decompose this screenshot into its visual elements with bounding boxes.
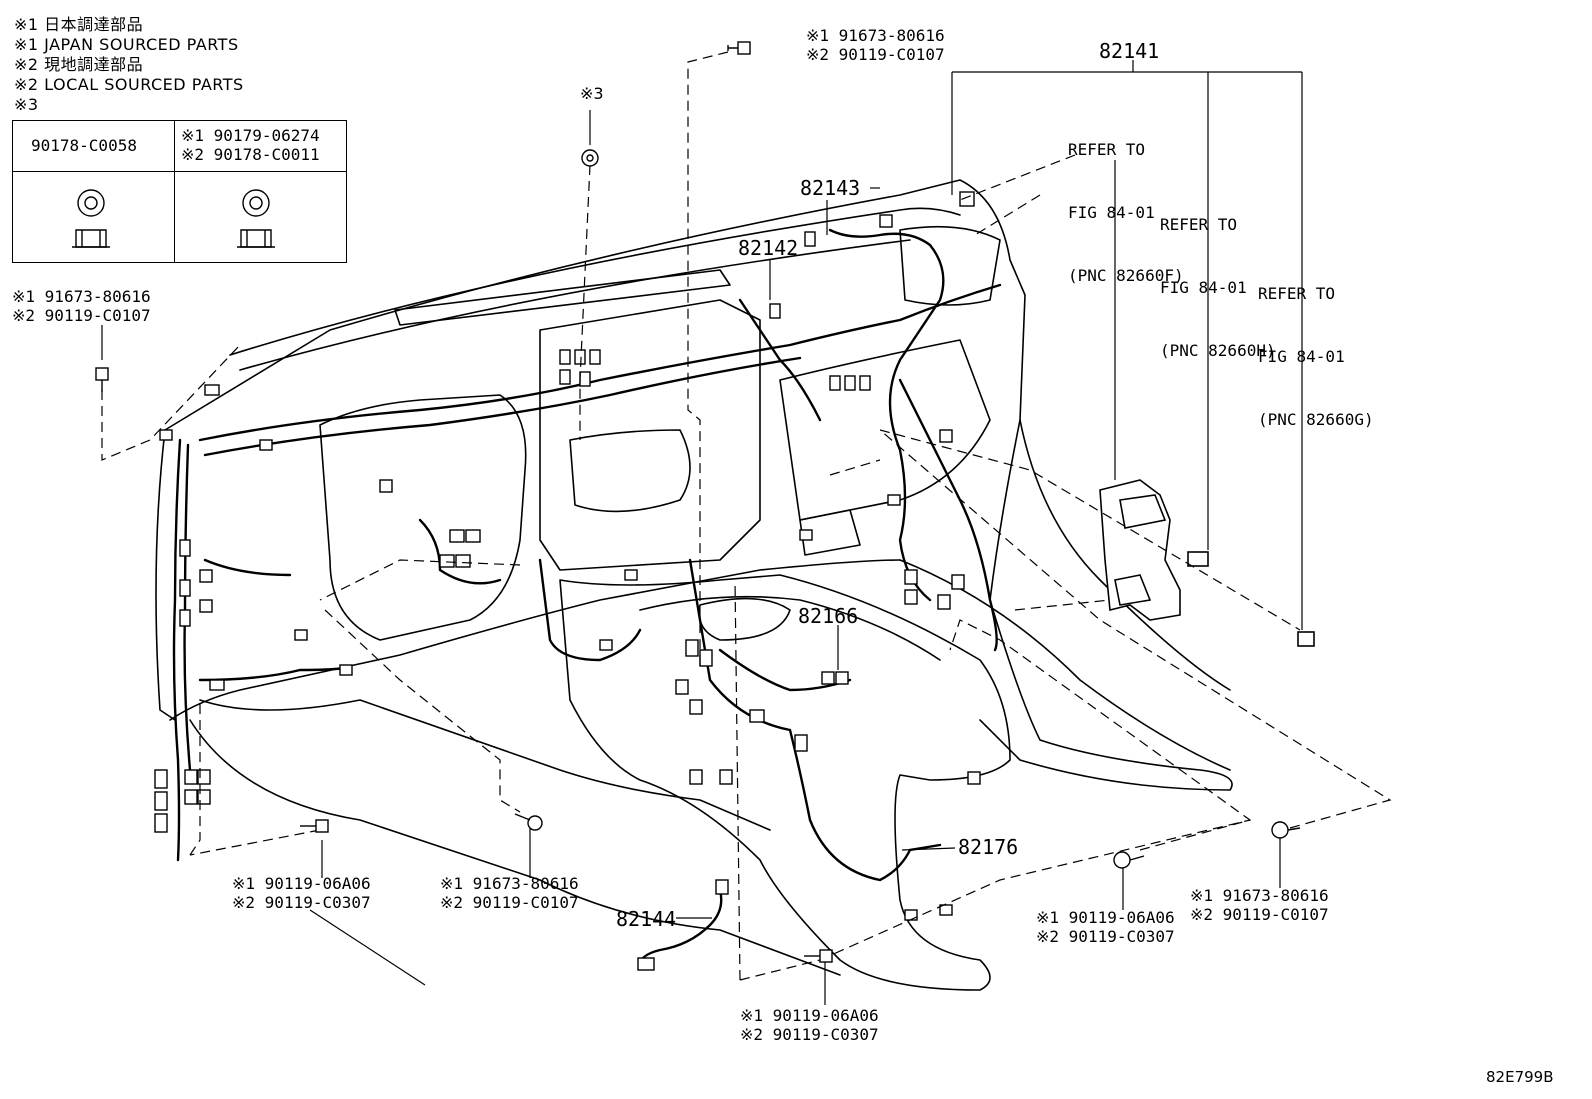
panel-top-edge-2 <box>239 239 911 371</box>
refer-82660f-l3: (PNC 82660F) <box>1068 266 1184 285</box>
fasteners <box>95 41 1301 963</box>
harness-left-drop <box>172 438 182 862</box>
bolt-bottom-mid <box>514 813 543 831</box>
figure-id: 82E799B <box>1486 1068 1554 1086</box>
refer-82660h-l1: REFER TO <box>1160 215 1238 234</box>
refer-82660g: REFER TO FIG 84-01 (PNC 82660G) <box>1258 241 1374 451</box>
bolt-top-left <box>95 367 109 392</box>
legend-icons <box>72 189 275 248</box>
pnc-82176: 82176 <box>958 835 1019 859</box>
pnc-82143: 82143 <box>800 176 861 200</box>
harness-82144 <box>638 888 723 967</box>
harness-right <box>898 378 998 652</box>
glovebox <box>779 339 991 521</box>
connector-82660h <box>1187 551 1209 567</box>
right-vent <box>899 225 1001 306</box>
legend-part-line2: ※2 90178-C0011 <box>181 145 320 164</box>
refer-82660h-l2: FIG 84-01 <box>1160 278 1247 297</box>
connector-82660g <box>1297 631 1315 647</box>
leader-lines <box>101 60 1303 1005</box>
bolt-bottom-center <box>804 949 833 963</box>
glovebox-inner <box>799 509 861 556</box>
nut-3 <box>581 149 599 167</box>
meter-hood <box>319 394 527 641</box>
refer-82660h: REFER TO FIG 84-01 (PNC 82660H) <box>1160 172 1276 382</box>
callout-bottom-center-l2: ※2 90119-C0307 <box>740 1025 879 1044</box>
callout-bottom-right-a-l1: ※1 90119-06A06 <box>1036 908 1175 927</box>
refer-82660f-l1: REFER TO <box>1068 140 1146 159</box>
note-2-jp: ※2 現地調達部品 <box>14 55 144 74</box>
bolt-bottom-right-a <box>1113 851 1145 869</box>
lower-curve <box>189 719 841 976</box>
callout-bottom-right-b-l1: ※1 91673-80616 <box>1190 886 1329 905</box>
pnc-82141: 82141 <box>1099 39 1160 63</box>
callout-top-left-l2: ※2 90119-C0107 <box>12 306 151 325</box>
dashed-projection-lines <box>101 51 1392 981</box>
junction-block-82141 <box>1099 479 1315 647</box>
legend-part-line1: ※1 90179-06274 <box>181 126 320 145</box>
refer-82660g-l3: (PNC 82660G) <box>1258 410 1374 429</box>
console-top <box>639 595 941 661</box>
bolt-bottom-left <box>300 819 329 833</box>
bolt-top-center <box>727 41 751 55</box>
center-stack <box>539 299 761 571</box>
callout-bottom-mid-l2: ※2 90119-C0107 <box>440 893 579 912</box>
panel-left-side <box>155 429 176 721</box>
panel-top-edge <box>229 207 961 356</box>
floor-sweep-2 <box>1019 419 1231 691</box>
callout-top-left-l1: ※1 91673-80616 <box>12 287 151 306</box>
legend-table: 90178-C0058 ※1 90179-06274 ※2 90178-C001… <box>12 120 347 263</box>
note-1-en: ※1 JAPAN SOURCED PARTS <box>14 35 239 54</box>
nut-90179-icon <box>237 189 275 248</box>
callout-top-center-l1: ※1 91673-80616 <box>806 26 945 45</box>
callout-top-center-l2: ※2 90119-C0107 <box>806 45 945 64</box>
refer-82660h-l3: (PNC 82660H) <box>1160 341 1276 360</box>
callout-bottom-left-l1: ※1 90119-06A06 <box>232 874 371 893</box>
callout-bottom-center-l1: ※1 90119-06A06 <box>740 1006 879 1025</box>
refer-82660f-l2: FIG 84-01 <box>1068 203 1155 222</box>
connectors <box>154 191 981 971</box>
harness-82143 <box>828 228 945 602</box>
pnc-82166: 82166 <box>798 604 859 628</box>
callout-bottom-right-a-l2: ※2 90119-C0307 <box>1036 927 1175 946</box>
center-console <box>559 574 1011 991</box>
refer-82660f: REFER TO FIG 84-01 (PNC 82660F) <box>1068 97 1184 307</box>
callout-bottom-left-l2: ※2 90119-C0307 <box>232 893 371 912</box>
panel-lower-edge <box>169 559 901 721</box>
harness-82142 <box>738 298 822 422</box>
center-display <box>569 429 691 513</box>
harness-bundles <box>172 228 1002 967</box>
console-cupholder <box>698 597 791 641</box>
refer-82660g-l2: FIG 84-01 <box>1258 347 1345 366</box>
bolt-bottom-right-b <box>1271 821 1301 839</box>
callout-nut-3: ※3 <box>580 84 604 103</box>
note-3: ※3 <box>14 95 39 114</box>
harness-82166 <box>718 648 852 692</box>
defroster-slot <box>394 269 731 326</box>
lower-left-floor <box>199 699 771 831</box>
harness-main-trunk <box>198 283 1002 442</box>
nut-90178-icon <box>72 189 110 248</box>
pnc-82142: 82142 <box>738 236 799 260</box>
refer-82660g-l1: REFER TO <box>1258 284 1336 303</box>
note-2-en: ※2 LOCAL SOURCED PARTS <box>14 75 244 94</box>
legend-part-90178: 90178-C0058 <box>31 136 137 155</box>
pnc-82144: 82144 <box>616 907 677 931</box>
callout-bottom-mid-l1: ※1 91673-80616 <box>440 874 579 893</box>
note-1-jp: ※1 日本調達部品 <box>14 15 144 34</box>
callout-bottom-right-b-l2: ※2 90119-C0107 <box>1190 905 1329 924</box>
